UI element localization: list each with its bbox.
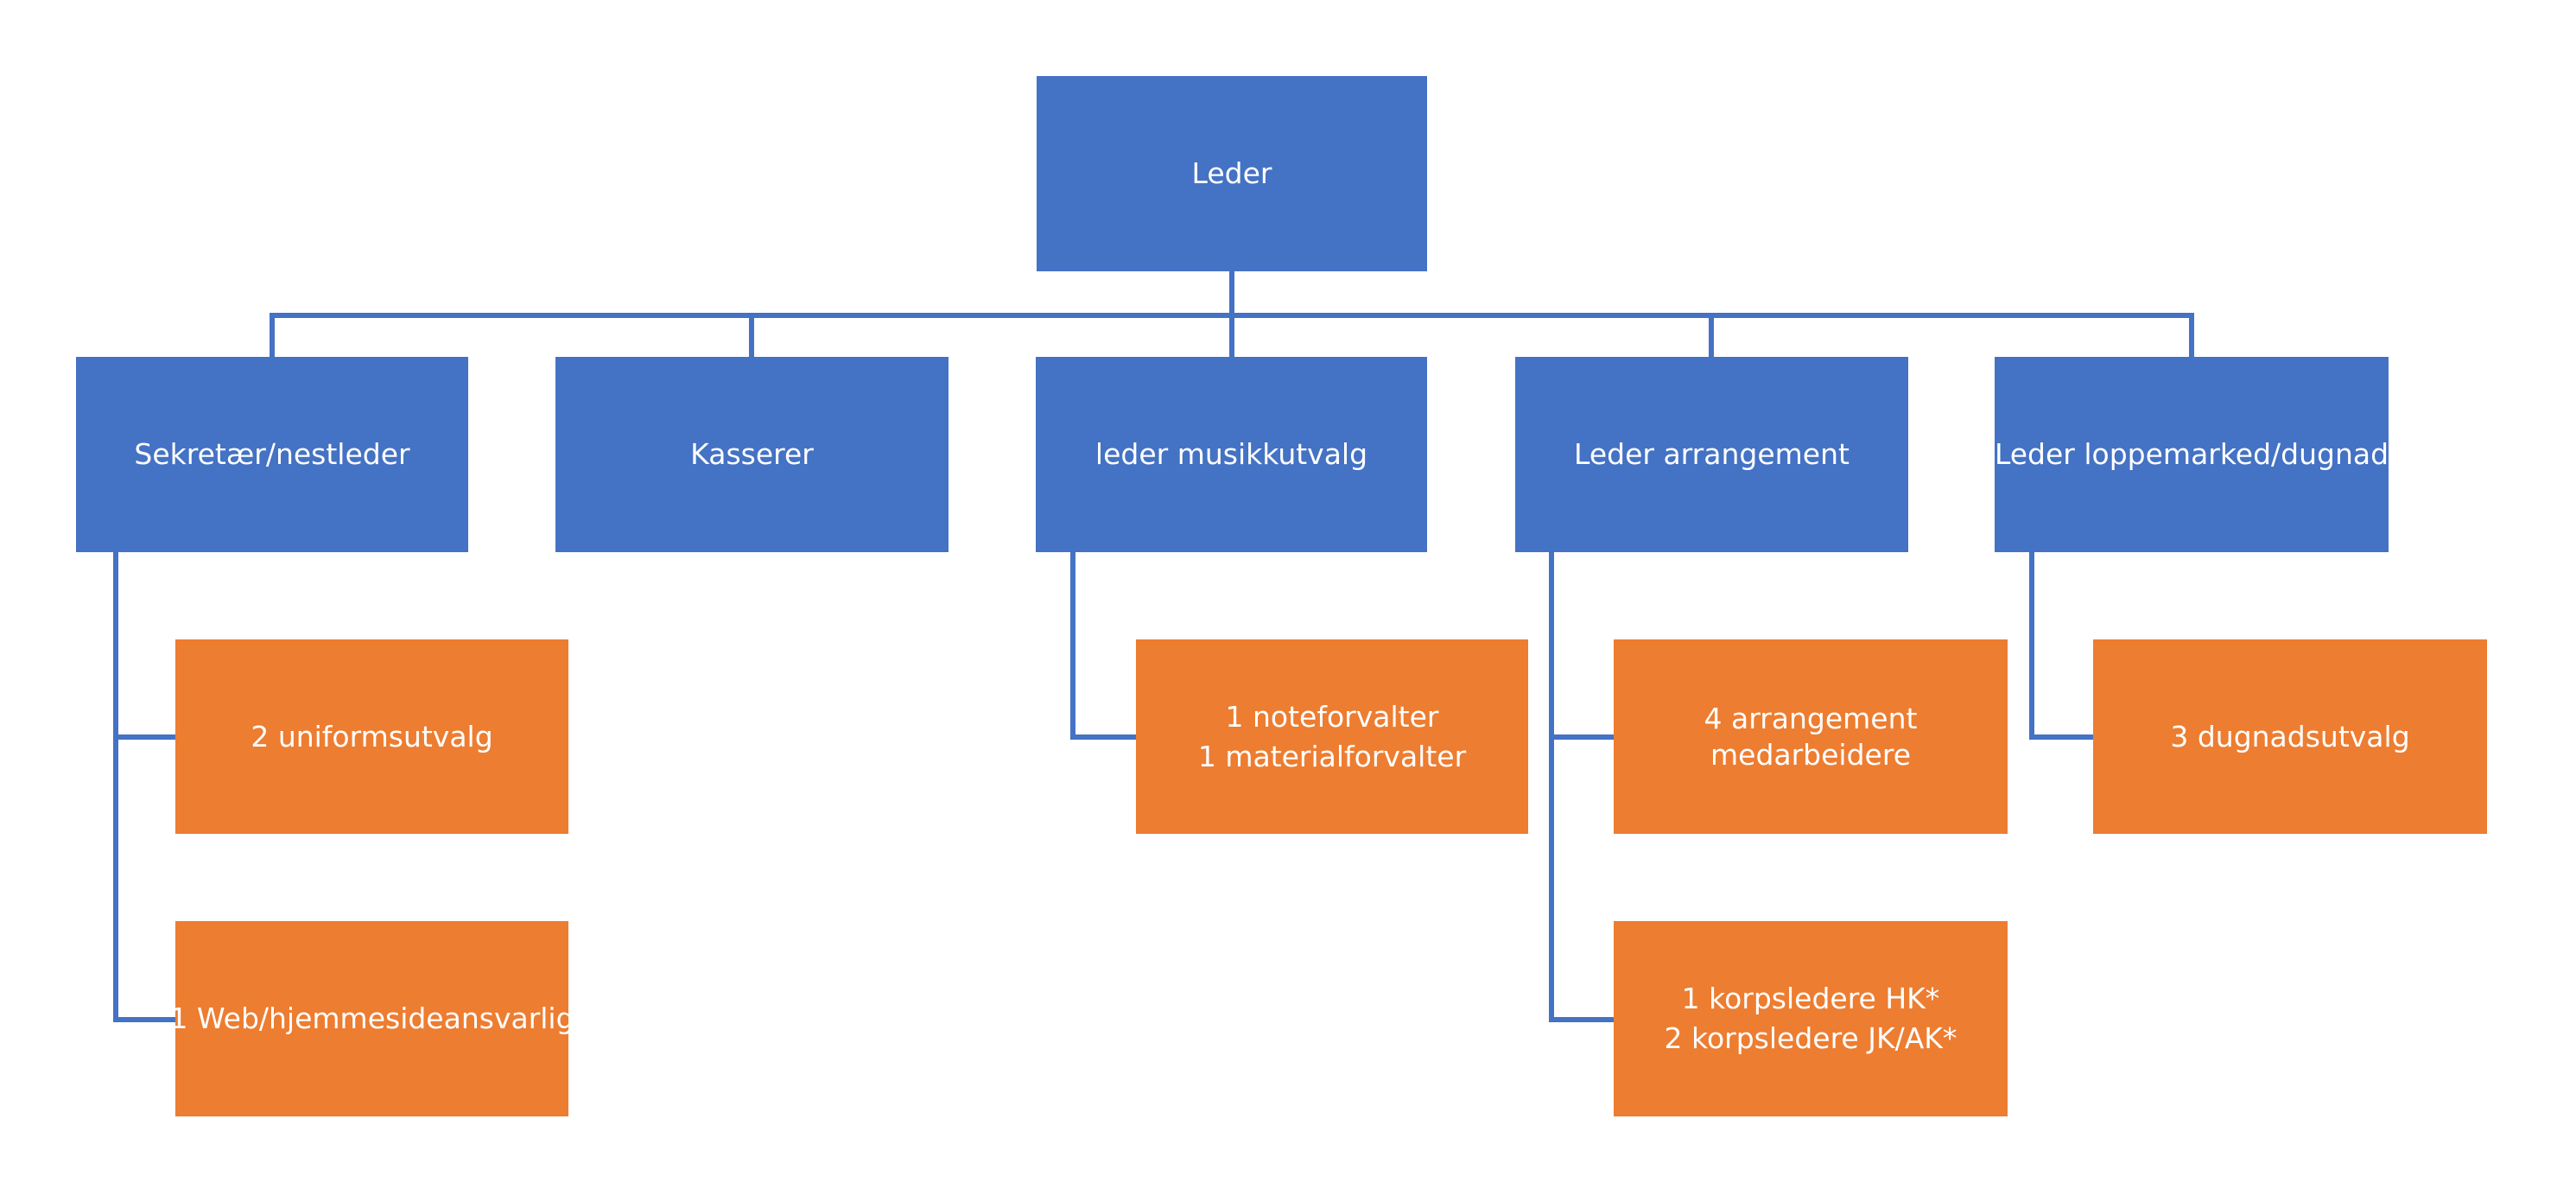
node-korpsledere-line2: 2 korpsledere JK/AK* [1664, 1021, 1957, 1055]
node-arrangement-medarbeidere: 4 arrangement medarbeidere [1614, 639, 2008, 834]
node-korpsledere-line1: 1 korpsledere HK* [1681, 982, 1940, 1016]
node-korpsledere: 1 korpsledere HK* 2 korpsledere JK/AK* [1614, 921, 2008, 1116]
node-leder-musikkutvalg: leder musikkutvalg [1036, 357, 1427, 552]
node-sekretaer-nestleder: Sekretær/nestleder [76, 357, 468, 552]
node-kasserer-label: Kasserer [690, 437, 814, 472]
node-uniformsutvalg: 2 uniformsutvalg [175, 639, 568, 834]
node-arrangement-medarbeidere-line2: medarbeidere [1710, 737, 1911, 772]
node-leder-loppemarked-label: Leder loppemarked/dugnad [1994, 437, 2389, 472]
node-leder: Leder [1037, 76, 1427, 271]
node-leder-musikkutvalg-label: leder musikkutvalg [1094, 437, 1368, 472]
node-dugnadsutvalg: 3 dugnadsutvalg [2093, 639, 2487, 834]
connector-musikk-spine [1070, 550, 1139, 740]
node-uniformsutvalg-label: 2 uniformsutvalg [251, 719, 493, 753]
node-leder-label: Leder [1191, 156, 1272, 191]
node-sekretaer-nestleder-label: Sekretær/nestleder [134, 437, 410, 472]
node-dugnadsutvalg-label: 3 dugnadsutvalg [2170, 719, 2410, 753]
node-noteforvalter-line2: 1 materialforvalter [1197, 739, 1467, 773]
node-arrangement-medarbeidere-line1: 4 arrangement [1704, 702, 1918, 736]
node-noteforvalter: 1 noteforvalter 1 materialforvalter [1136, 639, 1528, 834]
node-web-ansvarlig: 1 Web/hjemmesideansvarlig [169, 921, 574, 1116]
node-noteforvalter-line1: 1 noteforvalter [1225, 699, 1439, 734]
node-leder-arrangement-label: Leder arrangement [1574, 437, 1850, 472]
node-web-ansvarlig-label: 1 Web/hjemmesideansvarlig [169, 1001, 574, 1036]
node-kasserer: Kasserer [555, 357, 949, 552]
connector-loppe-spine [2029, 550, 2096, 740]
node-leder-arrangement: Leder arrangement [1515, 357, 1908, 552]
node-leder-loppemarked: Leder loppemarked/dugnad [1995, 357, 2389, 552]
